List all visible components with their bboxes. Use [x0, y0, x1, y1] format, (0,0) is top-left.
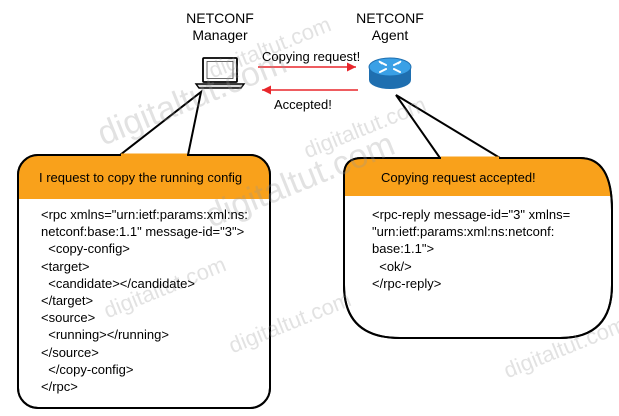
agent-code-line: base:1.1">: [372, 241, 435, 257]
manager-code-line: <rpc xmlns="urn:ietf:params:xml:ns:: [41, 207, 248, 222]
manager-code-line: </target>: [41, 293, 94, 309]
agent-label-line2: Agent: [371, 27, 409, 43]
manager-code-line: <target>: [41, 258, 90, 274]
manager-code-line: netconf:base:1.1" message-id="3">: [41, 224, 245, 240]
agent-speech-bubble: [343, 94, 613, 339]
manager-label: NETCONF Manager: [170, 10, 270, 44]
request-arrow-label: Copying request!: [262, 49, 361, 64]
manager-code-line: <running></running>: [41, 327, 169, 343]
manager-code-line: <candidate></candidate>: [41, 275, 195, 291]
agent-label-line1: NETCONF: [356, 10, 424, 26]
agent-code-line: <ok/>: [372, 258, 412, 274]
manager-code-line: </source>: [41, 344, 99, 360]
manager-bubble-title: I request to copy the running config: [39, 170, 243, 185]
manager-rpc-code: <rpc xmlns="urn:ietf:params:xml:ns: netco…: [41, 206, 248, 395]
manager-code-line: <source>: [41, 310, 96, 326]
agent-code-line: <rpc-reply message-id="3" xmlns=: [372, 207, 571, 222]
agent-label: NETCONF Agent: [346, 10, 434, 44]
router-icon: [368, 57, 412, 89]
agent-code-line: </rpc-reply>: [372, 275, 442, 291]
manager-label-line2: Manager: [192, 27, 248, 43]
manager-code-line: <copy-config>: [41, 241, 130, 257]
agent-code-line: "urn:ietf:params:xml:ns:netconf:: [372, 224, 555, 240]
manager-code-line: </copy-config>: [41, 361, 134, 377]
response-arrow-label: Accepted!: [274, 97, 332, 112]
agent-bubble-header: [344, 158, 612, 196]
manager-bubble-header: [18, 155, 270, 199]
laptop-icon: [194, 57, 246, 89]
manager-speech-bubble: [17, 89, 271, 409]
agent-rpc-reply-code: <rpc-reply message-id="3" xmlns= "urn:iet…: [372, 206, 570, 292]
manager-code-line: </rpc>: [41, 379, 78, 395]
manager-label-line1: NETCONF: [186, 10, 254, 26]
agent-bubble-title: Copying request accepted!: [381, 170, 536, 185]
